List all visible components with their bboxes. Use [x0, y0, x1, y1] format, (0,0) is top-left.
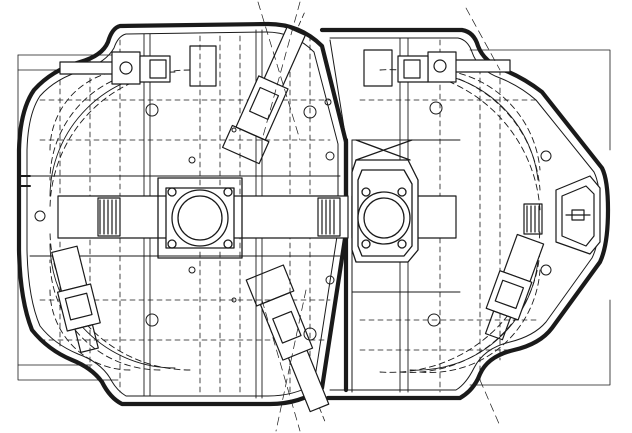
sight-lines-dashed	[257, 1, 501, 432]
deck-fittings	[34, 98, 552, 341]
gun-mounts	[51, 12, 545, 424]
central-hatch-right	[351, 139, 419, 263]
gun-top-right	[363, 49, 511, 87]
gun-upper-centre	[221, 12, 306, 165]
gun-top-left	[59, 45, 217, 87]
bow-compartment	[523, 175, 601, 255]
round-hatch-right	[357, 191, 411, 245]
hull-right-half	[319, 27, 611, 401]
gun-lower-centre	[245, 264, 330, 424]
side-shutter	[17, 175, 31, 187]
gun-lower-left	[51, 245, 101, 353]
central-hatch-left	[157, 177, 243, 259]
gun-lower-right	[484, 233, 545, 341]
round-hatch-left	[171, 189, 229, 247]
